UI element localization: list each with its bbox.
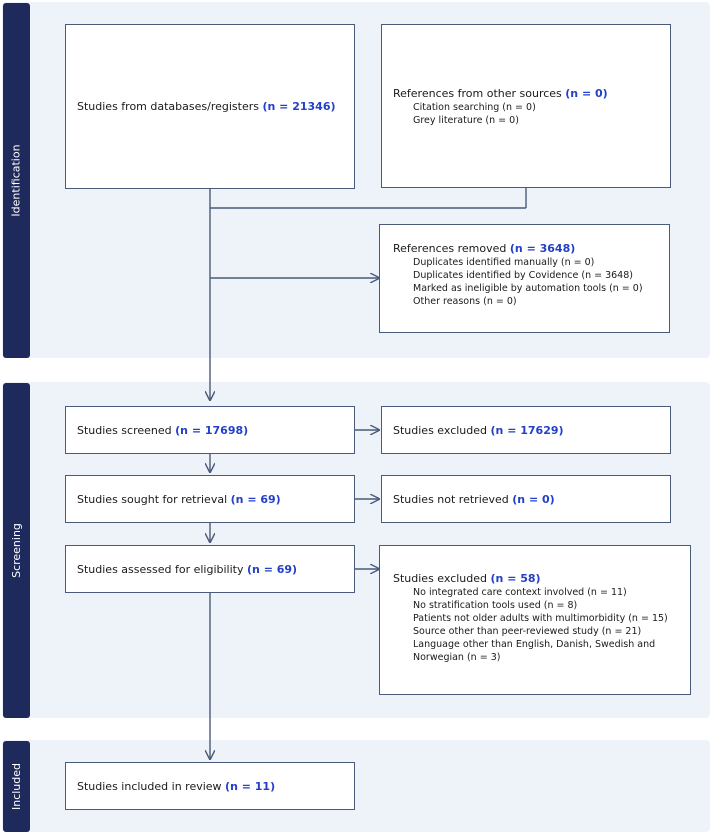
excluded-eligibility-item: Source other than peer-reviewed study (n… [413, 626, 642, 637]
removed-box: References removed (n = 3648) Duplicates… [379, 224, 670, 333]
identification-stage-label: Identification [10, 144, 23, 217]
other-sources-label: References from other sources [393, 87, 566, 100]
databases-label: Studies from databases/registers [77, 100, 263, 113]
databases-count: (n = 21346) [262, 100, 336, 113]
other-sources-box: References from other sources (n = 0) Ci… [381, 24, 671, 188]
screened-count: (n = 17698) [175, 423, 249, 437]
included-label: Studies included in review [77, 779, 226, 793]
excluded-eligibility-item: No stratification tools used (n = 8) [413, 600, 578, 611]
databases-box: Studies from databases/registers (n = 21… [65, 24, 355, 189]
screened-label: Studies screened [77, 423, 176, 437]
excluded-screen-label: Studies excluded [393, 423, 491, 437]
sought-label: Studies sought for retrieval [77, 492, 231, 506]
excluded-screen-box: Studies excluded (n = 17629) [381, 406, 671, 454]
included-box: Studies included in review (n = 11) [65, 762, 355, 810]
included-count: (n = 11) [225, 779, 276, 793]
other-sources-item: Grey literature (n = 0) [413, 115, 519, 126]
excluded-eligibility-label: Studies excluded [393, 572, 491, 585]
identification-stage-bar: Identification [3, 3, 30, 358]
sought-count: (n = 69) [230, 492, 281, 506]
assessed-count: (n = 69) [247, 562, 298, 576]
excluded-eligibility-item: No integrated care context involved (n =… [413, 587, 627, 598]
removed-label: References removed [393, 242, 510, 255]
screened-box: Studies screened (n = 17698) [65, 406, 355, 454]
removed-item: Marked as ineligible by automation tools… [413, 283, 643, 294]
removed-item: Other reasons (n = 0) [413, 296, 517, 307]
assessed-box: Studies assessed for eligibility (n = 69… [65, 545, 355, 593]
excluded-eligibility-item: Language other than English, Danish, Swe… [413, 639, 656, 650]
excluded-eligibility-item: Patients not older adults with multimorb… [413, 613, 668, 624]
screening-stage-bar: Screening [3, 383, 30, 718]
not-retrieved-label: Studies not retrieved [393, 492, 513, 506]
excluded-eligibility-count: (n = 58) [490, 572, 541, 585]
included-stage-bar: Included [3, 741, 30, 832]
assessed-label: Studies assessed for eligibility [77, 562, 247, 576]
included-stage-label: Included [10, 762, 23, 811]
other-sources-count: (n = 0) [565, 87, 608, 100]
screening-stage-label: Screening [10, 523, 24, 578]
sought-box: Studies sought for retrieval (n = 69) [65, 475, 355, 523]
removed-count: (n = 3648) [509, 242, 576, 255]
other-sources-item: Citation searching (n = 0) [413, 102, 536, 113]
removed-item: Duplicates identified manually (n = 0) [413, 257, 595, 268]
excluded-eligibility-item: Norwegian (n = 3) [413, 652, 501, 663]
not-retrieved-count: (n = 0) [512, 492, 555, 506]
not-retrieved-box: Studies not retrieved (n = 0) [381, 475, 671, 523]
excluded-screen-count: (n = 17629) [490, 423, 564, 437]
excluded-eligibility-box: Studies excluded (n = 58) No integrated … [379, 545, 691, 695]
removed-item: Duplicates identified by Covidence (n = … [413, 270, 633, 281]
